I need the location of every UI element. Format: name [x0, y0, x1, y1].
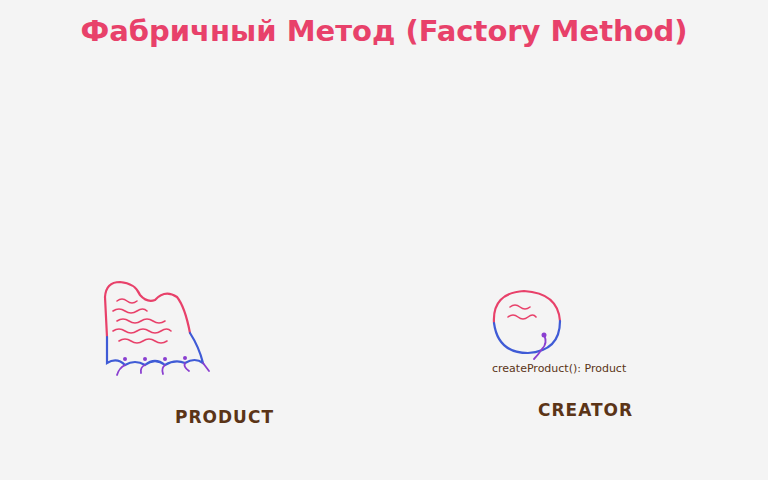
creator-oval: createProduct(): ProductCREATOR [488, 285, 658, 430]
product-blob: PRODUCT [95, 275, 315, 440]
class-heading: PRODUCT [175, 407, 274, 427]
method-signature: createProduct(): Product [492, 362, 626, 375]
diagram-title: Фабричный Метод (Factory Method) [0, 14, 768, 48]
creator-shape [488, 285, 578, 365]
class-heading: CREATOR [538, 400, 633, 420]
product-shape [95, 275, 225, 380]
